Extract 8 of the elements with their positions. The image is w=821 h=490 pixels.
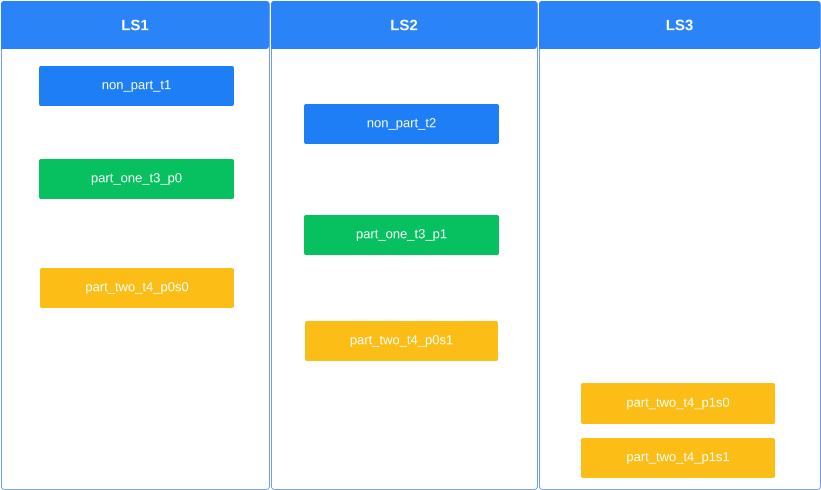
task-box: non_part_t2 <box>304 104 499 144</box>
task-box: part_two_t4_p1s1 <box>581 438 775 478</box>
task-box: part_one_t3_p1 <box>304 215 499 255</box>
task-box: part_two_t4_p1s0 <box>581 383 775 424</box>
task-box: part_two_t4_p0s0 <box>40 268 234 308</box>
task-box: part_one_t3_p0 <box>39 159 234 199</box>
task-box: part_two_t4_p0s1 <box>305 321 498 361</box>
task-box: non_part_t1 <box>39 66 234 106</box>
